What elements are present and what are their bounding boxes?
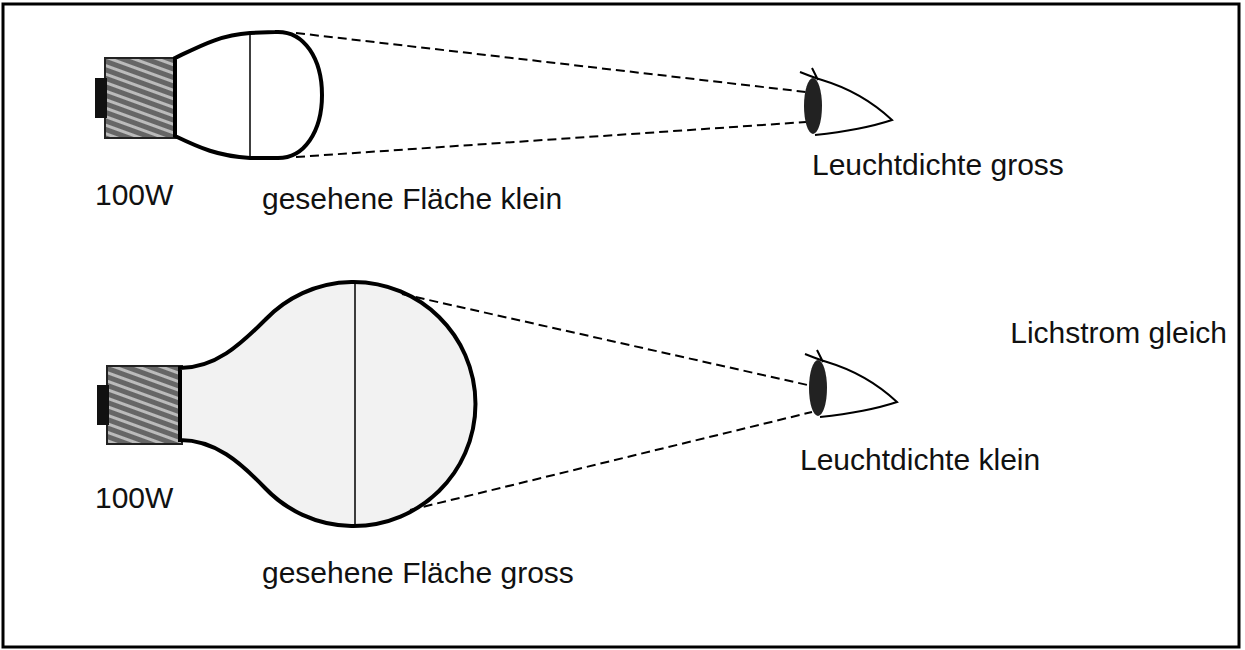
eye [800, 68, 892, 135]
sight-line [296, 33, 806, 92]
luminance-label: Leuchtdichte klein [800, 443, 1040, 476]
area-label: gesehene Fläche klein [262, 182, 562, 215]
wattage-label: 100W [95, 178, 173, 211]
sight-line [296, 122, 806, 157]
frame [3, 4, 1239, 647]
area-label: gesehene Fläche gross [262, 556, 574, 589]
flux-label: Lichstrom gleich [1010, 316, 1227, 349]
eye [805, 350, 897, 417]
small-bulb [95, 32, 322, 158]
sight-line [402, 294, 812, 386]
sight-line [410, 412, 812, 510]
luminance-label: Leuchtdichte gross [812, 148, 1064, 181]
wattage-label: 100W [95, 481, 173, 514]
